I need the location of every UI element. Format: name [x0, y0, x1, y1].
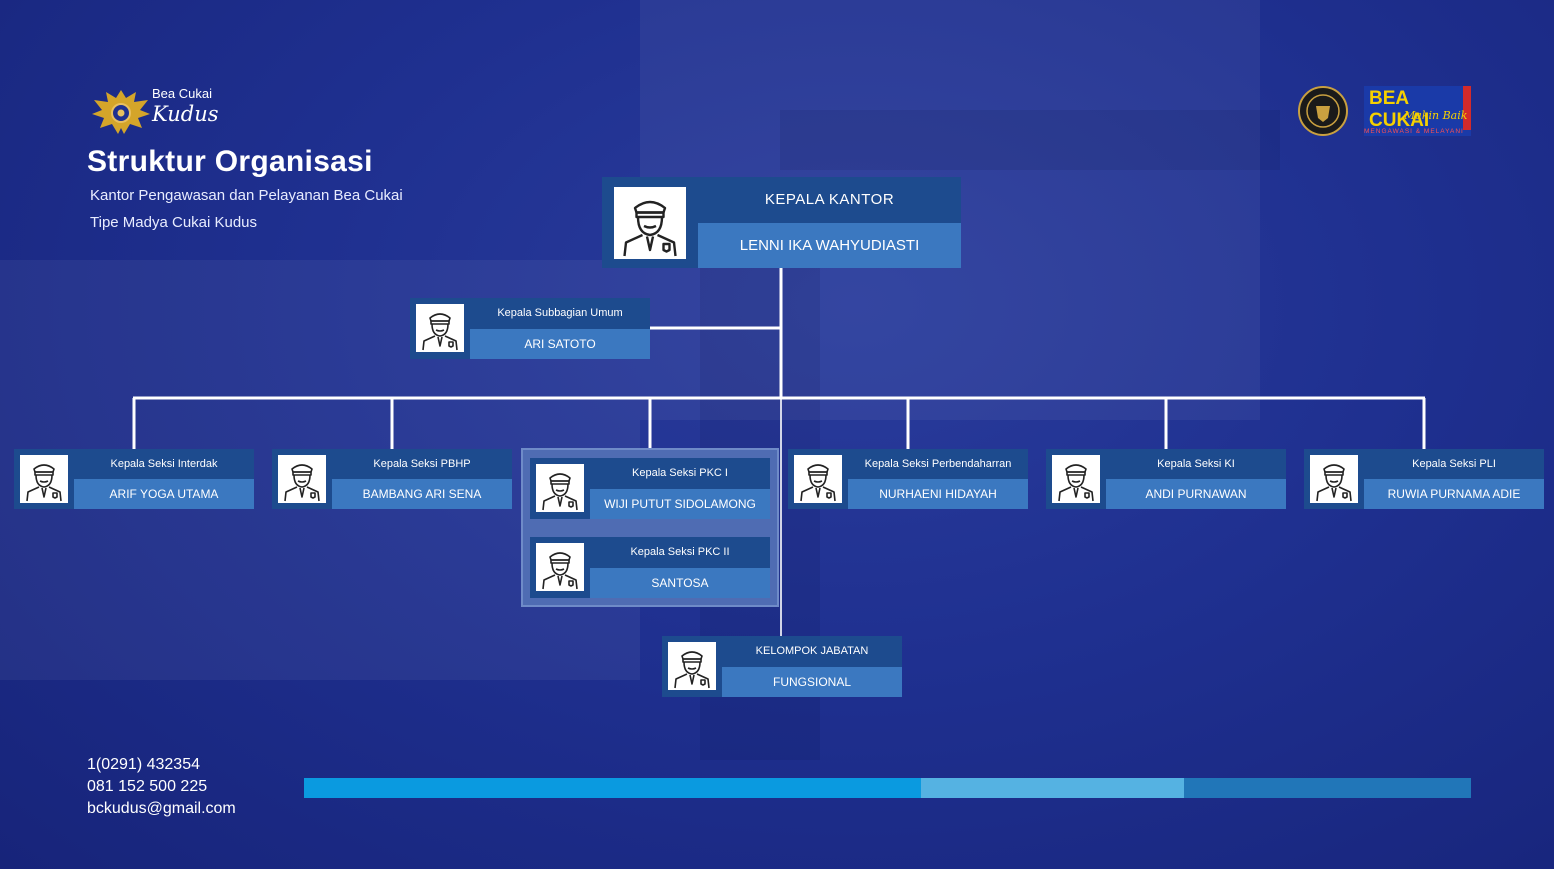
card-title: Kepala Seksi Perbendaharran — [848, 449, 1028, 479]
officer-avatar-icon — [1310, 455, 1358, 503]
card-name: SANTOSA — [590, 567, 770, 598]
footer-bar-segment-1 — [304, 778, 921, 798]
card-title: KEPALA KANTOR — [698, 177, 961, 223]
officer-avatar-icon — [668, 642, 716, 690]
page-title: Struktur Organisasi — [87, 145, 373, 178]
card-title: Kepala Seksi KI — [1106, 449, 1286, 479]
subtitle-line2: Tipe Madya Cukai Kudus — [90, 214, 258, 231]
footer-bar-segment-3 — [1184, 778, 1471, 798]
card-name: ARI SATOTO — [470, 328, 650, 359]
brand-tagline: Makin Baik — [1404, 109, 1468, 122]
org-card-pkc1[interactable]: Kepala Seksi PKC I WIJI PUTUT SIDOLAMONG — [530, 458, 770, 519]
officer-avatar-icon — [1052, 455, 1100, 503]
card-title: Kepala Seksi PKC I — [590, 458, 770, 489]
card-title: Kepala Seksi PLI — [1364, 449, 1544, 479]
card-name: ARIF YOGA UTAMA — [74, 479, 254, 509]
org-card-pli[interactable]: Kepala Seksi PLI RUWIA PURNAMA ADIE — [1304, 449, 1544, 509]
officer-avatar-icon — [416, 304, 464, 352]
org-card-interdak[interactable]: Kepala Seksi Interdak ARIF YOGA UTAMA — [14, 449, 254, 509]
officer-avatar-icon — [278, 455, 326, 503]
officer-avatar-icon — [614, 187, 686, 259]
org-card-pkc2[interactable]: Kepala Seksi PKC II SANTOSA — [530, 537, 770, 598]
card-title: KELOMPOK JABATAN — [722, 636, 902, 667]
card-title: Kepala Subbagian Umum — [470, 298, 650, 329]
contact-email[interactable]: bckudus@gmail.com — [87, 800, 236, 817]
brand-badge: BEA CUKAI Makin Baik MENGAWASI & MELAYAN… — [1364, 86, 1471, 136]
bg-building-roof — [780, 110, 1280, 170]
card-name: NURHAENI HIDAYAH — [848, 479, 1028, 509]
officer-avatar-icon — [536, 543, 584, 591]
logo-text-line1: Bea Cukai — [152, 86, 212, 101]
org-card-pbhp[interactable]: Kepala Seksi PBHP BAMBANG ARI SENA — [272, 449, 512, 509]
brand-motto: MENGAWASI & MELAYANI — [1364, 128, 1464, 135]
card-name: LENNI IKA WAHYUDIASTI — [698, 222, 961, 268]
brand-name: BEA CUKAI — [1369, 88, 1430, 131]
org-card-fungsional[interactable]: KELOMPOK JABATAN FUNGSIONAL — [662, 636, 902, 697]
card-title: Kepala Seksi PBHP — [332, 449, 512, 479]
org-card-ki[interactable]: Kepala Seksi KI ANDI PURNAWAN — [1046, 449, 1286, 509]
org-card-head[interactable]: KEPALA KANTOR LENNI IKA WAHYUDIASTI — [602, 177, 961, 268]
card-name: WIJI PUTUT SIDOLAMONG — [590, 488, 770, 519]
officer-avatar-icon — [536, 464, 584, 512]
org-card-perbendaharaan[interactable]: Kepala Seksi Perbendaharran NURHAENI HID… — [788, 449, 1028, 509]
card-title: Kepala Seksi Interdak — [74, 449, 254, 479]
card-name: ANDI PURNAWAN — [1106, 479, 1286, 509]
officer-avatar-icon — [794, 455, 842, 503]
bea-cukai-logo: Bea Cukai Kudus — [90, 84, 220, 138]
contact-mobile: 081 152 500 225 — [87, 778, 208, 795]
round-seal-icon — [1298, 86, 1348, 136]
footer-bar-segment-2 — [921, 778, 1184, 798]
officer-avatar-icon — [20, 455, 68, 503]
contact-phone: 1(0291) 432354 — [87, 756, 200, 773]
card-name: FUNGSIONAL — [722, 666, 902, 697]
card-name: RUWIA PURNAMA ADIE — [1364, 479, 1544, 509]
org-card-umum[interactable]: Kepala Subbagian Umum ARI SATOTO — [410, 298, 650, 359]
logo-text-line2: Kudus — [152, 102, 219, 126]
subtitle-line1: Kantor Pengawasan dan Pelayanan Bea Cuka… — [90, 187, 403, 204]
card-name: BAMBANG ARI SENA — [332, 479, 512, 509]
garuda-emblem-icon — [92, 90, 150, 134]
card-title: Kepala Seksi PKC II — [590, 537, 770, 568]
